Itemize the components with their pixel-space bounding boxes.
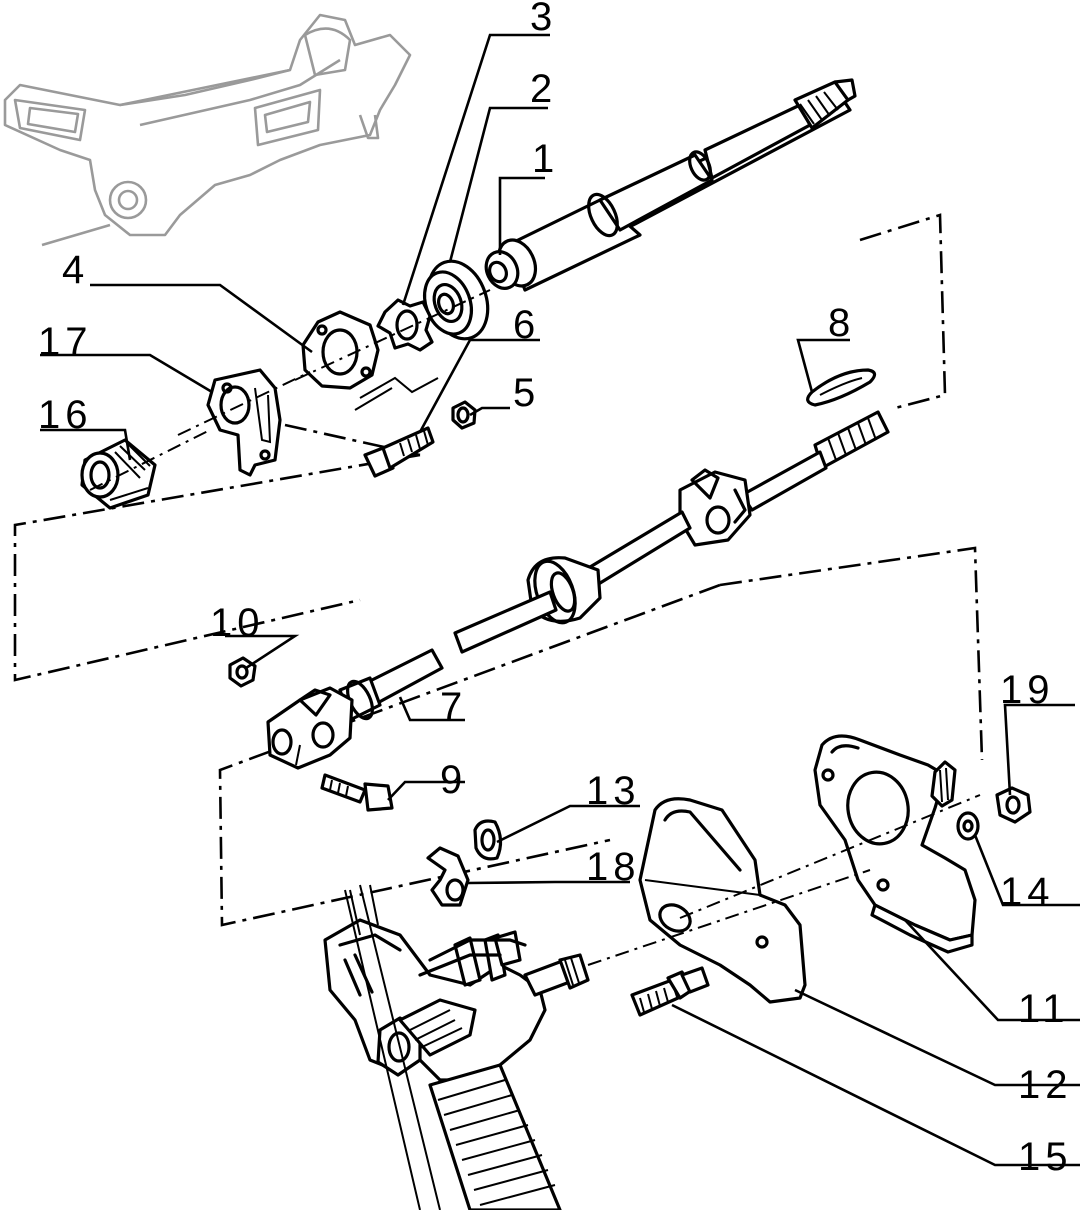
upper-steering-shaft [484,78,857,292]
callout-18: 18 [586,845,641,889]
axis-line-bearing [89,429,211,491]
callout-1: 1 [532,137,559,181]
flange-mount [813,734,977,954]
lower-assembly-boundary [719,546,984,761]
stud-bolt [630,966,710,1017]
nut-joint [228,656,257,688]
lower-assembly-boundary-left [218,583,721,927]
mounting-bracket [206,368,282,477]
callout-13: 13 [586,769,641,813]
seal-ring [806,368,877,407]
washer [956,811,980,841]
callout-2: 2 [530,67,557,111]
callout-14: 14 [1000,870,1055,914]
callout-6: 6 [513,303,540,347]
nut-flange [995,786,1032,824]
intermediate-shaft [266,410,890,770]
callout-leaders [40,33,1080,1167]
callout-15: 15 [1018,1135,1073,1179]
upper-assembly-boundary [859,213,947,410]
callout-4: 4 [62,248,89,292]
lock-ring [376,298,434,352]
retaining-clip-upper [473,819,503,861]
callout-9: 9 [440,758,467,802]
axis-line-upper [294,289,491,381]
callout-17: 17 [38,320,93,364]
callout-7: 7 [440,685,467,729]
callout-12: 12 [1018,1063,1073,1107]
bearing [423,259,490,341]
spring-clip [426,846,470,907]
axis-line-bracket [177,371,311,436]
bolt-joint [320,773,394,812]
cover-plate [638,797,807,1004]
callout-5: 5 [513,371,540,415]
callout-10: 10 [210,601,265,645]
callout-16: 16 [38,393,93,437]
axis-line-flange [679,794,981,919]
bolt-upper [363,426,435,478]
nut-upper [451,400,477,430]
steering-support-bracket [3,13,412,247]
callout-3: 3 [530,0,557,39]
callout-11: 11 [1018,987,1070,1031]
axis-line-stud [587,869,871,966]
steering-rack [323,884,590,1210]
needle-bearing [80,438,157,510]
callout-8: 8 [828,301,855,345]
middle-boundary-link [284,423,421,457]
callout-19: 19 [1000,668,1055,712]
middle-assembly-boundary [13,453,421,682]
